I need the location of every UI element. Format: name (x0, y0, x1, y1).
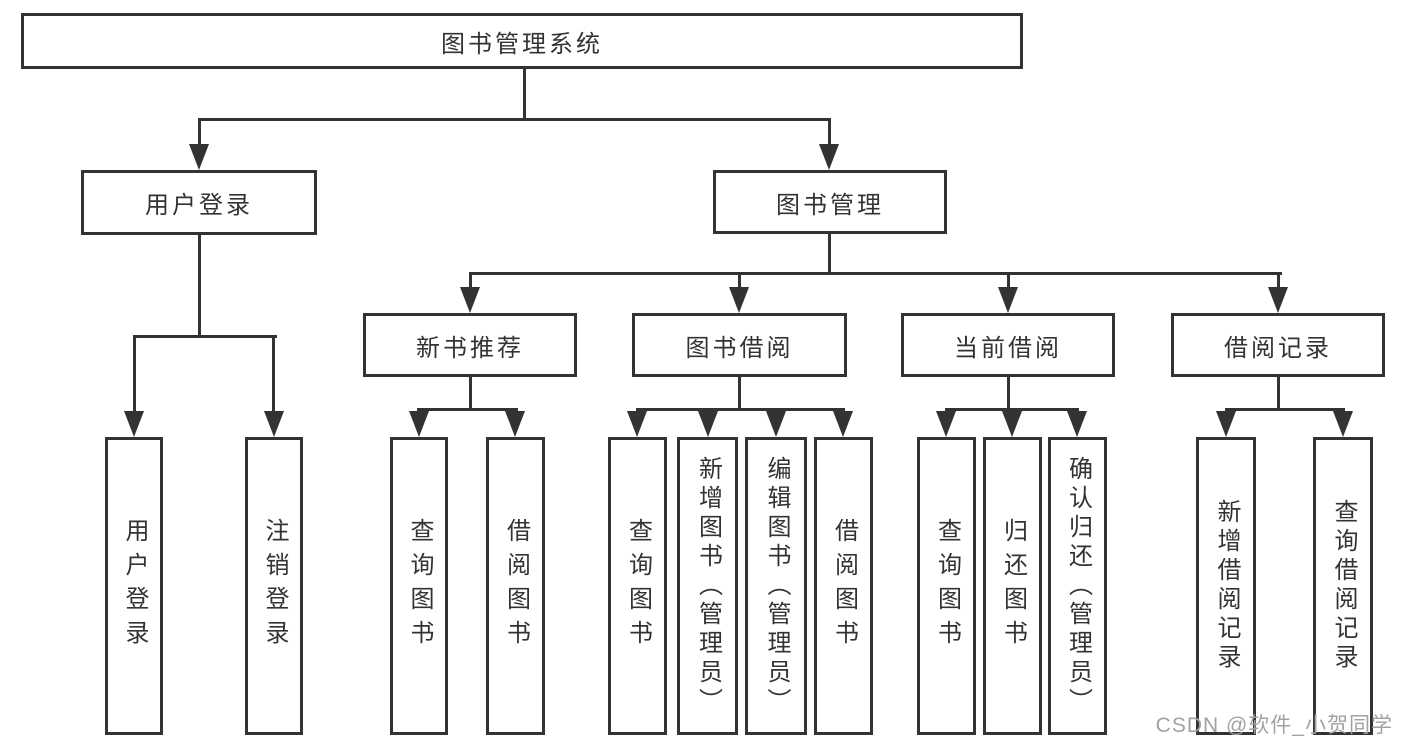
connector-stem-book-management (828, 118, 831, 146)
leaf-add-borrow-record-label: 新增借阅记录 (1213, 499, 1240, 673)
connector-cat2-hline (636, 408, 845, 411)
connector-root-trunk (523, 69, 526, 120)
arrow-down-icon (1067, 411, 1087, 437)
leaf-edit-book-admin-label: 编辑图书（管理员） (763, 455, 790, 717)
connector-cat3-trunk (1007, 377, 1010, 411)
leaf-add-book-admin-label: 新增图书（管理员） (694, 455, 722, 717)
leaf-query-books-current-label: 查询图书 (933, 518, 961, 654)
arrow-down-icon (729, 287, 749, 313)
leaf-confirm-return-admin: 确认归还（管理员） (1048, 437, 1107, 735)
arrow-down-icon (1268, 287, 1288, 313)
leaf-logout-label: 注销登录 (261, 518, 288, 654)
leaf-query-books-current: 查询图书 (917, 437, 976, 735)
connector-stem-leaf-logout (272, 335, 275, 412)
arrow-down-icon (409, 411, 429, 437)
leaf-return-book-label: 归还图书 (999, 518, 1027, 654)
arrow-down-icon (460, 287, 480, 313)
leaf-confirm-return-admin-label: 确认归还（管理员） (1064, 455, 1092, 717)
arrow-down-icon (833, 411, 853, 437)
connector-cat3-hline (945, 408, 1079, 411)
connector-stem-borrow-records (1277, 272, 1280, 289)
connector-stem-leaf-user-login (133, 335, 136, 412)
leaf-borrow-books: 借阅图书 (814, 437, 873, 735)
node-root: 图书管理系统 (21, 13, 1023, 69)
arrow-down-icon (124, 411, 144, 437)
node-new-book-recommend-label: 新书推荐 (416, 334, 524, 362)
leaf-edit-book-admin: 编辑图书（管理员） (745, 437, 807, 735)
connector-stem-book-borrow (738, 272, 741, 289)
arrow-down-icon (1002, 411, 1022, 437)
node-root-label: 图书管理系统 (441, 30, 603, 58)
node-book-borrow: 图书借阅 (632, 313, 847, 377)
leaf-query-books-borrow: 查询图书 (608, 437, 667, 735)
leaf-logout: 注销登录 (245, 437, 303, 735)
node-book-management: 图书管理 (713, 170, 947, 234)
leaf-user-login-label: 用户登录 (121, 518, 148, 654)
connector-level3-hline (469, 272, 1282, 275)
leaf-return-book: 归还图书 (983, 437, 1042, 735)
arrow-down-icon (1216, 411, 1236, 437)
leaf-add-book-admin: 新增图书（管理员） (677, 437, 738, 735)
arrow-down-icon (189, 144, 209, 170)
csdn-watermark: CSDN @软件_小贺同学 (1155, 714, 1393, 737)
node-borrow-records: 借阅记录 (1171, 313, 1385, 377)
node-current-borrow-label: 当前借阅 (954, 334, 1062, 362)
connector-stem-new-book (469, 272, 472, 289)
leaf-query-books-borrow-label: 查询图书 (624, 518, 652, 654)
connector-user-login-hline (133, 335, 277, 338)
leaf-query-borrow-record-label: 查询借阅记录 (1330, 499, 1357, 673)
node-new-book-recommend: 新书推荐 (363, 313, 577, 377)
connector-stem-current-borrow (1007, 272, 1010, 289)
arrow-down-icon (819, 144, 839, 170)
node-book-borrow-label: 图书借阅 (685, 334, 794, 362)
connector-cat1-hline (417, 408, 518, 411)
arrow-down-icon (936, 411, 956, 437)
leaf-query-books-recommend: 查询图书 (390, 437, 448, 735)
connector-user-login-trunk (198, 235, 201, 338)
node-user-login-label: 用户登录 (145, 192, 253, 219)
leaf-borrow-books-label: 借阅图书 (830, 518, 858, 654)
arrow-down-icon (505, 411, 525, 437)
leaf-query-books-recommend-label: 查询图书 (406, 518, 433, 654)
leaf-query-borrow-record: 查询借阅记录 (1313, 437, 1373, 735)
arrow-down-icon (627, 411, 647, 437)
connector-stem-user-login (198, 118, 201, 146)
connector-cat2-trunk (738, 377, 741, 411)
arrow-down-icon (1333, 411, 1353, 437)
arrow-down-icon (264, 411, 284, 437)
leaf-user-login: 用户登录 (105, 437, 163, 735)
connector-cat4-hline (1225, 408, 1345, 411)
arrow-down-icon (698, 411, 718, 437)
leaf-borrow-books-recommend: 借阅图书 (486, 437, 545, 735)
connector-cat4-trunk (1277, 377, 1280, 411)
node-borrow-records-label: 借阅记录 (1224, 334, 1332, 362)
arrow-down-icon (766, 411, 786, 437)
connector-book-management-trunk (828, 234, 831, 275)
leaf-add-borrow-record: 新增借阅记录 (1196, 437, 1256, 735)
node-current-borrow: 当前借阅 (901, 313, 1115, 377)
connector-cat1-trunk (469, 377, 472, 411)
leaf-borrow-books-recommend-label: 借阅图书 (502, 518, 530, 654)
node-user-login: 用户登录 (81, 170, 317, 235)
connector-level2-hline (198, 118, 831, 121)
node-book-management-label: 图书管理 (776, 191, 884, 219)
arrow-down-icon (998, 287, 1018, 313)
